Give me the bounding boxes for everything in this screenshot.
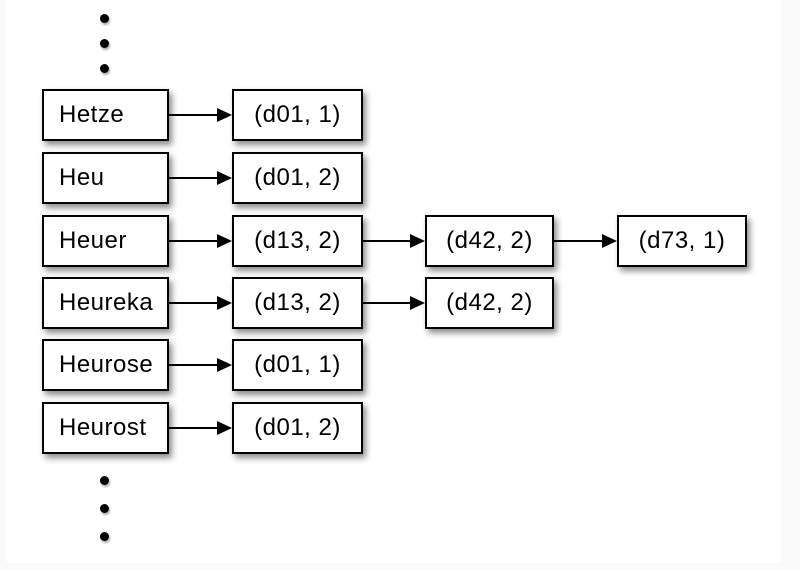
arrow-right-icon xyxy=(363,296,425,310)
posting-box: (d01, 1) xyxy=(232,339,363,391)
posting-box: (d73, 1) xyxy=(617,215,747,267)
posting-label: (d42, 2) xyxy=(446,227,533,254)
term-label: Heurost xyxy=(59,414,147,441)
arrow-right-icon xyxy=(554,234,617,248)
posting-label: (d13, 2) xyxy=(254,227,341,254)
ellipsis-top-dot-icon xyxy=(100,64,109,73)
posting-label: (d42, 2) xyxy=(446,289,533,316)
posting-box: (d13, 2) xyxy=(232,215,363,267)
posting-box: (d01, 2) xyxy=(232,402,363,454)
posting-label: (d01, 1) xyxy=(254,351,341,378)
arrow-right-icon xyxy=(363,234,425,248)
posting-label: (d73, 1) xyxy=(638,227,726,254)
arrow-right-icon xyxy=(169,108,232,122)
posting-label: (d01, 1) xyxy=(254,101,341,128)
term-box: Heuer xyxy=(42,215,169,267)
term-label: Hetze xyxy=(59,101,125,128)
term-box: Heurost xyxy=(42,402,169,454)
ellipsis-bottom-dot-icon xyxy=(100,532,109,541)
term-label: Heu xyxy=(59,164,105,191)
posting-box: (d01, 2) xyxy=(232,152,363,204)
term-box: Heureka xyxy=(42,277,169,329)
arrow-right-icon xyxy=(169,421,232,435)
posting-box: (d01, 1) xyxy=(232,89,363,141)
arrow-right-icon xyxy=(169,171,232,185)
arrow-right-icon xyxy=(169,234,232,248)
ellipsis-top-dot-icon xyxy=(100,39,109,48)
term-box: Hetze xyxy=(42,89,169,141)
ellipsis-bottom-dot-icon xyxy=(100,476,109,485)
posting-label: (d13, 2) xyxy=(254,289,341,316)
posting-label: (d01, 2) xyxy=(254,414,341,441)
ellipsis-top-dot-icon xyxy=(100,14,109,23)
posting-box: (d42, 2) xyxy=(425,215,554,267)
posting-box: (d42, 2) xyxy=(425,277,554,329)
term-box: Heu xyxy=(42,152,169,204)
arrow-right-icon xyxy=(169,296,232,310)
term-label: Heureka xyxy=(59,289,154,316)
posting-label: (d01, 2) xyxy=(254,164,341,191)
term-box: Heurose xyxy=(42,339,169,391)
arrow-right-icon xyxy=(169,358,232,372)
term-label: Heurose xyxy=(59,351,154,378)
posting-box: (d13, 2) xyxy=(232,277,363,329)
ellipsis-bottom-dot-icon xyxy=(100,504,109,513)
term-label: Heuer xyxy=(59,227,127,254)
